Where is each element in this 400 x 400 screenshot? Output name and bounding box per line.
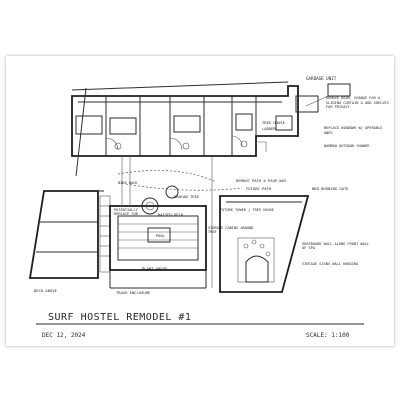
note-remove-door: REMOVE DOOR, CHANGE FOR A SLIDING CURTAI… <box>326 96 389 110</box>
note-replace-windows: REPLACE WINDOWS W/ OPERABLE ONES <box>324 126 383 135</box>
note-storage-box: STORAGE CABINS AROUND TREE <box>208 226 254 235</box>
central-deck <box>109 185 207 289</box>
roof-outline <box>71 81 289 177</box>
remove-path-line <box>117 170 217 183</box>
note-bbq-gate: BBQ BURNING GATE <box>312 186 349 191</box>
garbage-leader <box>305 95 329 107</box>
note-garbage: GARBAGE UNIT <box>306 76 337 81</box>
drawing-date: DEC 12, 2024 <box>42 332 86 339</box>
note-potentially-replace: POTENTIALLY REPLACE TUB <box>114 208 138 217</box>
note-ladder: LADDER <box>262 126 276 131</box>
right-building <box>219 195 310 293</box>
note-future-path: FUTURE PATH <box>246 186 272 191</box>
top-building <box>71 85 319 157</box>
drawing-sheet: GARBAGE UNIT REMOVE DOOR, CHANGE FOR A S… <box>6 56 394 346</box>
note-vintage-sign: VINTAGE SIGNS WALL HANGING <box>302 262 359 266</box>
note-replace-windows-box: REPLACE WINDOWS W/ OPERABLE ONES <box>324 126 383 135</box>
note-banyan-tree: BANYAN TREE <box>174 194 200 199</box>
note-raised-deck: RAISED DECK <box>158 212 184 217</box>
note-tree-house: TREE HOUSE <box>262 120 286 125</box>
future-path-line <box>125 183 243 191</box>
note-storage: STORAGE CABINS AROUND TREE <box>208 226 254 235</box>
note-future-tower: FUTURE TOWER / TREE HOUSE <box>220 208 275 212</box>
note-vintage-sign-box: VINTAGE SIGNS WALL HANGING <box>302 262 359 266</box>
left-building <box>28 190 111 279</box>
note-deck-above: DECK ABOVE <box>34 288 58 293</box>
note-potentially-replace-box: POTENTIALLY REPLACE TUB <box>114 208 138 217</box>
note-surfboard: SURFBOARD WALL ALONG FRONT WALL OF SPA <box>302 242 370 251</box>
note-remove-path: REMOVE PATH & PAVE WAY <box>236 178 287 183</box>
note-surfboard-box: SURFBOARD WALL ALONG FRONT WALL OF SPA <box>302 242 370 251</box>
floor-plan-sketch: GARBAGE UNIT REMOVE DOOR, CHANGE FOR A S… <box>28 76 389 339</box>
note-future-tower-box: FUTURE TOWER / TREE HOUSE <box>220 208 275 212</box>
note-pool: POOL <box>156 234 165 238</box>
note-plant-above: PLANT ABOVE <box>142 266 168 271</box>
note-remove-door-box: REMOVE DOOR, CHANGE FOR A SLIDING CURTAI… <box>326 96 389 110</box>
note-bike: BIKE RACK <box>118 181 138 185</box>
drawing-scale: SCALE: 1:100 <box>306 332 350 339</box>
note-bamboo-shower-box: BAMBOO OUTDOOR SHOWER <box>324 144 370 148</box>
note-bamboo-shower: BAMBOO OUTDOOR SHOWER <box>324 144 370 148</box>
garbage-unit <box>327 83 351 97</box>
note-trash: TRASH ENCLOSURE <box>116 290 151 295</box>
drawing-title: SURF HOSTEL REMODEL #1 <box>48 312 191 323</box>
